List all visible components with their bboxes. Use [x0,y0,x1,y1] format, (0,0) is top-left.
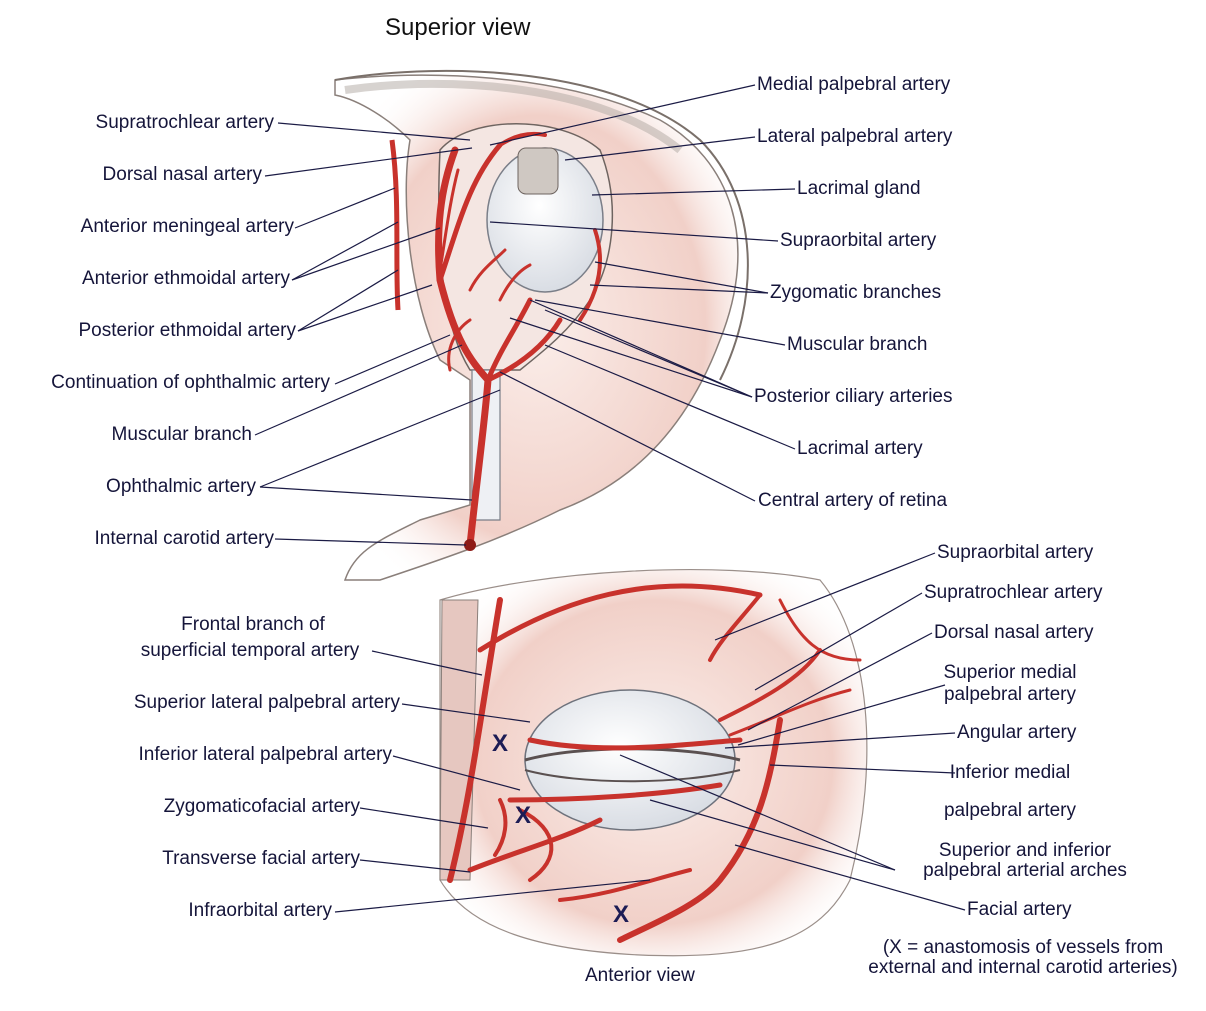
label-supratrochlear-artery-ant: Supratrochlear artery [924,582,1103,603]
label-anterior-ethmoidal-artery: Anterior ethmoidal artery [81,268,290,289]
label-zygomaticofacial-artery: Zygomaticofacial artery [163,796,360,817]
anastomosis-mark: X [492,730,509,757]
label-infraorbital-artery: Infraorbital artery [188,900,332,921]
leader-lines [254,84,966,913]
lacrimal-gland [517,147,559,195]
superior-view-drawing [334,69,749,581]
label-lateral-palpebral-artery: Lateral palpebral artery [757,126,953,147]
note-line-2: external and internal carotid arteries) [868,957,1178,978]
anastomosis-mark: X [613,901,630,928]
label-superior-medial-1: Superior medial [943,662,1077,683]
label-internal-carotid-artery: Internal carotid artery [94,528,274,549]
label-superior-lateral-palpebral: Superior lateral palpebral artery [133,692,400,713]
label-angular-artery: Angular artery [957,722,1077,743]
anterior-view-title: Anterior view [585,965,695,986]
label-palpebral-arches-1: Superior and inferior [938,840,1112,861]
label-inferior-medial-2: palpebral artery [943,800,1077,821]
label-muscular-branch-right: Muscular branch [787,334,928,355]
label-continuation-ophthalmic-artery: Continuation of ophthalmic artery [51,372,330,393]
label-anterior-meningeal-artery: Anterior meningeal artery [80,216,294,237]
label-supratrochlear-artery: Supratrochlear artery [95,112,274,133]
label-inferior-medial-1: Inferior medial [949,762,1071,783]
label-inferior-lateral-palpebral: Inferior lateral palpebral artery [138,744,392,765]
label-supraorbital-artery-sup: Supraorbital artery [780,230,937,251]
label-facial-artery: Facial artery [967,899,1072,920]
label-zygomatic-branches: Zygomatic branches [770,282,942,303]
anterior-arteries [447,583,862,943]
label-supraorbital-artery-ant: Supraorbital artery [937,542,1094,563]
label-ophthalmic-artery: Ophthalmic artery [106,476,256,497]
label-lacrimal-artery: Lacrimal artery [797,438,923,459]
anterior-view-drawing [439,568,868,957]
note-line-1: (X = anastomosis of vessels from [882,937,1164,958]
label-posterior-ethmoidal-artery: Posterior ethmoidal artery [78,320,296,341]
label-dorsal-nasal-artery: Dorsal nasal artery [102,164,262,185]
anastomosis-mark: X [515,802,532,829]
label-palpebral-arches-2: palpebral arterial arches [923,860,1127,881]
label-transverse-facial-artery: Transverse facial artery [162,848,360,869]
label-lacrimal-gland: Lacrimal gland [797,178,921,199]
label-central-artery-retina: Central artery of retina [758,490,948,511]
label-frontal-branch-1: Frontal branch of [181,614,325,635]
label-muscular-branch-left: Muscular branch [111,424,252,445]
label-frontal-branch-2: superficial temporal artery [140,640,360,661]
label-dorsal-nasal-artery-ant: Dorsal nasal artery [934,622,1094,643]
superior-arteries [435,131,602,549]
label-superior-medial-2: palpebral artery [943,684,1077,705]
eye-anterior [524,689,736,831]
label-medial-palpebral-artery: Medial palpebral artery [757,74,951,95]
superior-view-title: Superior view [385,14,531,41]
label-posterior-ciliary-arteries: Posterior ciliary arteries [754,386,953,407]
